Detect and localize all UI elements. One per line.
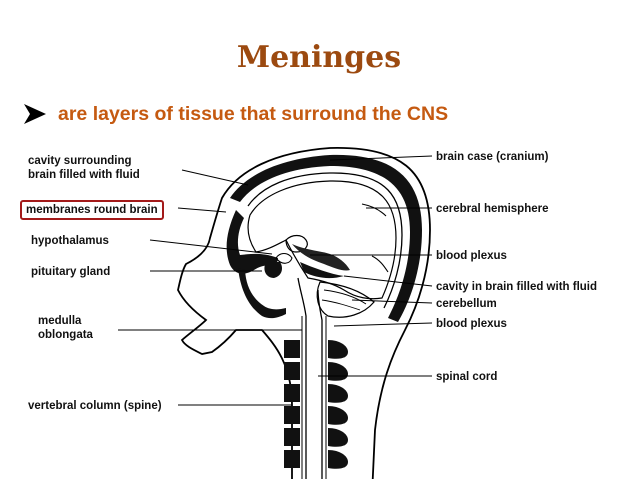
head-cross-section-drawing bbox=[118, 147, 433, 484]
spinal-canal bbox=[301, 316, 327, 480]
vertebra-body bbox=[284, 340, 300, 358]
bullet-item: are layers of tissue that surround the C… bbox=[22, 100, 448, 128]
label-pituitary-gland: pituitary gland bbox=[31, 266, 111, 278]
spine-processes bbox=[328, 340, 348, 469]
spinal-process bbox=[328, 362, 348, 381]
brain-stem bbox=[297, 277, 323, 480]
vertebra-body bbox=[284, 406, 300, 424]
vertebra-body bbox=[284, 384, 300, 402]
vertebral-column bbox=[284, 340, 300, 468]
vertebra-body bbox=[284, 362, 300, 380]
brain-outline bbox=[247, 180, 397, 300]
spinal-process bbox=[328, 384, 348, 403]
cerebral-fold bbox=[361, 203, 387, 217]
spinal-process bbox=[328, 406, 348, 425]
label-cerebral-hemisphere: cerebral hemisphere bbox=[436, 203, 549, 215]
label-medulla: medulla bbox=[38, 315, 82, 327]
arrow-bullet-icon bbox=[24, 104, 46, 124]
fluid-space bbox=[226, 210, 278, 274]
spinal-process bbox=[328, 450, 348, 469]
label-blood-plexus-upper: blood plexus bbox=[436, 250, 507, 262]
skull-band bbox=[230, 154, 422, 322]
label-oblongata: oblongata bbox=[38, 329, 93, 341]
label-membranes-round-brain: membranes round brain bbox=[20, 200, 164, 220]
cavity-in-brain bbox=[300, 262, 344, 279]
label-spinal-cord: spinal cord bbox=[436, 371, 498, 383]
label-brain-filled-with-fluid: brain filled with fluid bbox=[28, 169, 140, 181]
bullet-text: are layers of tissue that surround the C… bbox=[58, 102, 449, 125]
label-cerebellum: cerebellum bbox=[436, 298, 497, 310]
label-hypothalamus: hypothalamus bbox=[31, 235, 109, 247]
vertebra-body bbox=[284, 450, 300, 468]
leader-lines bbox=[118, 155, 433, 406]
spinal-process bbox=[328, 340, 348, 359]
hypothalamus bbox=[275, 252, 293, 264]
blood-plexus bbox=[292, 244, 350, 271]
label-blood-plexus-lower: blood plexus bbox=[436, 318, 507, 330]
head-outline bbox=[177, 147, 431, 484]
cerebral-fold bbox=[371, 255, 389, 273]
skull-base bbox=[238, 268, 286, 319]
pituitary-gland bbox=[264, 262, 282, 278]
spinal-process bbox=[328, 428, 348, 447]
skull-inner-line bbox=[247, 172, 403, 309]
label-cavity-in-brain: cavity in brain filled with fluid bbox=[436, 281, 598, 293]
label-vertebral-column: vertebral column (spine) bbox=[28, 400, 162, 412]
ventricle bbox=[285, 234, 308, 253]
vertebra-body bbox=[284, 428, 300, 446]
cerebellum bbox=[316, 281, 375, 318]
label-brain-case: brain case (cranium) bbox=[436, 151, 549, 163]
slide-title: Meninges bbox=[236, 40, 402, 75]
label-cavity-surrounding: cavity surrounding bbox=[28, 155, 132, 167]
head-brain-diagram: cavity surrounding brain filled with flu… bbox=[0, 140, 638, 484]
